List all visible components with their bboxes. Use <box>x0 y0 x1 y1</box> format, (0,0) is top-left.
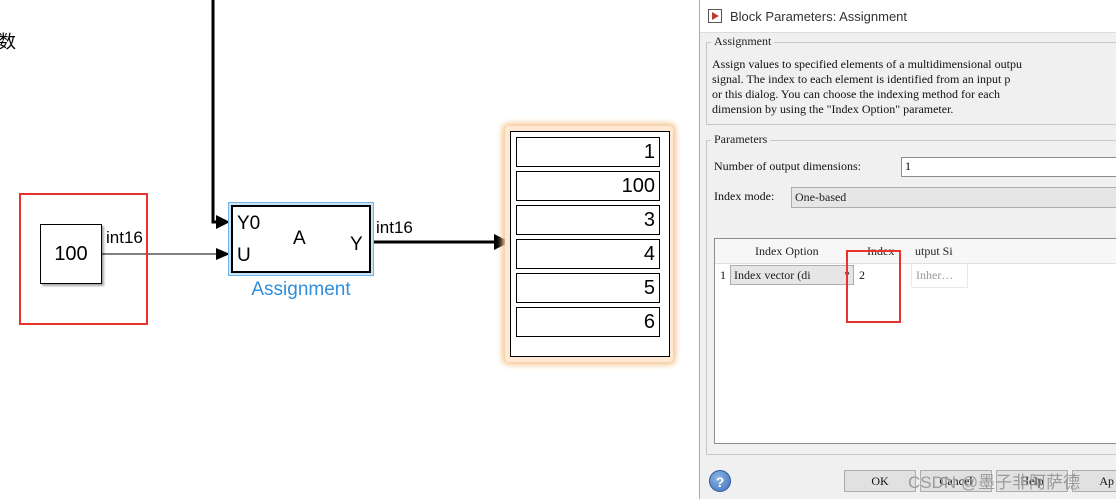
description-line: Assign values to specified elements of a… <box>712 57 1022 71</box>
constant-value: 100 <box>54 242 88 265</box>
index-option-select[interactable]: Index vector (di ▼ <box>730 265 854 285</box>
cancel-button[interactable]: Cancel <box>920 470 992 492</box>
port-u-label: U <box>237 245 251 266</box>
csdn-watermark: CSDN @墨子非阿萨德 <box>908 473 1081 492</box>
block-parameters-dialog: Block Parameters: Assignment Assignment … <box>699 0 1116 499</box>
output-size-cell[interactable]: Inher… <box>912 263 968 288</box>
assignment-caption[interactable]: Assignment <box>251 279 351 300</box>
column-header-output-size[interactable]: utput Si <box>915 244 953 258</box>
description-line: or this dialog. You can choose the index… <box>712 87 1000 101</box>
y0-arrowhead <box>216 215 230 229</box>
help-icon[interactable]: ? <box>709 470 731 492</box>
index-mode-select[interactable]: One-based <box>791 187 1116 208</box>
help-button[interactable]: Help <box>996 470 1068 492</box>
signal-lines <box>101 0 510 260</box>
index-mode-label: Index mode: <box>714 189 775 203</box>
constant-signal-type: int16 <box>106 228 143 247</box>
description-line: dimension by using the "Index Option" pa… <box>712 102 954 116</box>
row-number: 1 <box>720 268 726 282</box>
parameters-group <box>706 140 1116 455</box>
num-dims-value: 1 <box>905 159 911 173</box>
y0-signal-line <box>211 0 222 224</box>
index-cell-highlight <box>846 250 901 323</box>
port-y0-label: Y0 <box>237 213 261 234</box>
assignment-group-title: Assignment <box>711 34 775 49</box>
assignment-group <box>706 42 1116 125</box>
output-signal-type: int16 <box>376 218 413 237</box>
table-row: 1 Index vector (di ▼ 2 Inher… <box>715 263 1116 288</box>
assignment-center-label: A <box>293 228 306 249</box>
display-block[interactable]: 1 100 3 4 5 6 <box>510 131 670 357</box>
apply-button[interactable]: Ap <box>1072 470 1116 492</box>
num-dims-field[interactable]: 1 <box>901 157 1116 177</box>
index-option-value: Index vector (di <box>734 268 811 282</box>
num-dims-label: Number of output dimensions: <box>714 159 861 173</box>
index-cell-value: 2 <box>859 268 865 282</box>
ok-button[interactable]: OK <box>844 470 916 492</box>
parameters-group-title: Parameters <box>711 132 771 147</box>
display-cell: 6 <box>516 307 660 337</box>
simulink-block-icon <box>708 9 722 23</box>
y-arrowhead <box>494 234 510 250</box>
assignment-description: Assign values to specified elements of a… <box>712 57 1022 117</box>
display-cell: 5 <box>516 273 660 303</box>
model-canvas[interactable]: 数 100 int16 Y0 U A Y Assignment int16 1 … <box>0 0 700 499</box>
dialog-titlebar[interactable]: Block Parameters: Assignment <box>700 0 1116 33</box>
constant-block[interactable]: 100 <box>40 224 102 284</box>
column-header-index-option[interactable]: Index Option <box>755 244 819 258</box>
display-cell: 1 <box>516 137 660 167</box>
constant-highlight <box>19 193 148 325</box>
port-y-label: Y <box>350 234 363 255</box>
dialog-title: Block Parameters: Assignment <box>730 9 908 24</box>
display-cell: 3 <box>516 205 660 235</box>
description-line: signal. The index to each element is ide… <box>712 72 1011 86</box>
display-cell: 4 <box>516 239 660 269</box>
table-header-row <box>715 239 1116 264</box>
assignment-block[interactable]: Y0 U A Y <box>231 205 371 273</box>
side-text-fragment: 数 <box>0 32 16 52</box>
index-cell[interactable]: 2 <box>855 263 912 287</box>
index-mode-value: One-based <box>795 190 847 204</box>
index-table[interactable]: Index Option Index utput Si 1 Index vect… <box>714 238 1116 444</box>
u-arrowhead <box>216 248 230 260</box>
display-cell: 100 <box>516 171 660 201</box>
output-size-value: Inher… <box>916 268 954 282</box>
